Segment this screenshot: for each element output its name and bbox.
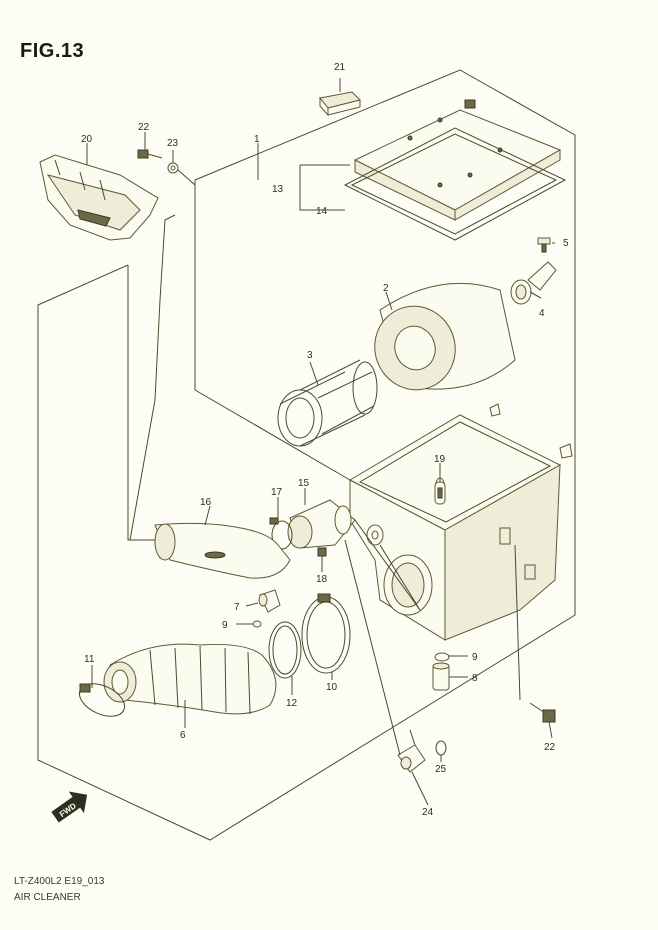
callout-5: 5 (563, 238, 569, 249)
part-17-clamp (269, 517, 293, 550)
part-8-cap (432, 662, 450, 691)
callout-6: 6 (180, 730, 186, 741)
callout-22-bottom: 22 (544, 742, 556, 753)
part-25-o-ring (435, 740, 447, 756)
part-20-intake-duct (39, 154, 159, 241)
part-19-bracket (434, 481, 446, 505)
callout-17: 17 (271, 487, 283, 498)
assembly-frame (37, 69, 576, 841)
part-21-pad (319, 91, 361, 117)
forward-arrow-icon: FWD (51, 791, 88, 823)
callout-3: 3 (307, 350, 313, 361)
callout-9-left: 9 (222, 620, 228, 631)
leader-23 (177, 169, 196, 186)
callout-9-right: 9 (472, 652, 478, 663)
leader-13-14 (299, 165, 345, 211)
part-9-band-left (252, 620, 262, 628)
callout-23: 23 (167, 138, 179, 149)
part-13-cover (353, 99, 562, 221)
callouts: 21 1 20 22 23 13 14 5 4 2 3 19 15 17 16 … (81, 62, 569, 818)
callout-15: 15 (298, 478, 310, 489)
callout-12: 12 (286, 698, 298, 709)
part-12-seal-ring (268, 621, 302, 679)
callout-11: 11 (84, 654, 95, 665)
part-23-washer (167, 162, 179, 174)
leader-lines (86, 78, 555, 806)
callout-19: 19 (434, 454, 446, 465)
callout-18: 18 (316, 574, 328, 585)
part-5-screw (537, 237, 551, 253)
part-11-clamp (78, 683, 126, 717)
part-18-screw (317, 547, 327, 565)
document-name: AIR CLEANER (14, 892, 81, 903)
figure-title: FIG.13 (20, 40, 85, 62)
callout-21: 21 (334, 62, 346, 73)
part-7-fitting (258, 589, 281, 613)
callout-16: 16 (200, 497, 212, 508)
callout-4: 4 (539, 308, 545, 319)
part-3-filter-cage (277, 359, 378, 447)
callout-8: 8 (472, 673, 478, 684)
part-10-clamp (301, 593, 351, 674)
callout-2: 2 (383, 283, 389, 294)
callout-22-top: 22 (138, 122, 150, 133)
callout-24: 24 (422, 807, 434, 818)
callout-1: 1 (254, 134, 260, 145)
callout-14: 14 (316, 206, 328, 217)
part-24-drain-plug (397, 729, 426, 773)
callout-20: 20 (81, 134, 93, 145)
subframe-line (127, 265, 155, 541)
callout-10: 10 (326, 682, 338, 693)
part-22-bolt-bottom (529, 702, 556, 723)
grommet-hole (371, 530, 379, 540)
callout-13: 13 (272, 184, 284, 195)
part-4-clip (510, 261, 557, 305)
sub-frame-bracket (129, 214, 176, 541)
part-2-filter-element (374, 282, 516, 391)
part-1-air-box (348, 403, 573, 641)
part-6-rubber-boot (103, 643, 277, 715)
part-16-tube (154, 522, 291, 579)
document-code: LT-Z400L2 E19_013 (14, 876, 105, 887)
part-22-bolt-top (137, 149, 163, 159)
part-15-joint (287, 499, 356, 549)
part-14-gasket (343, 127, 567, 241)
part-9-washer-right (434, 652, 450, 662)
callout-7: 7 (234, 602, 240, 613)
callout-25: 25 (435, 764, 447, 775)
frame-inner-line (194, 389, 351, 481)
